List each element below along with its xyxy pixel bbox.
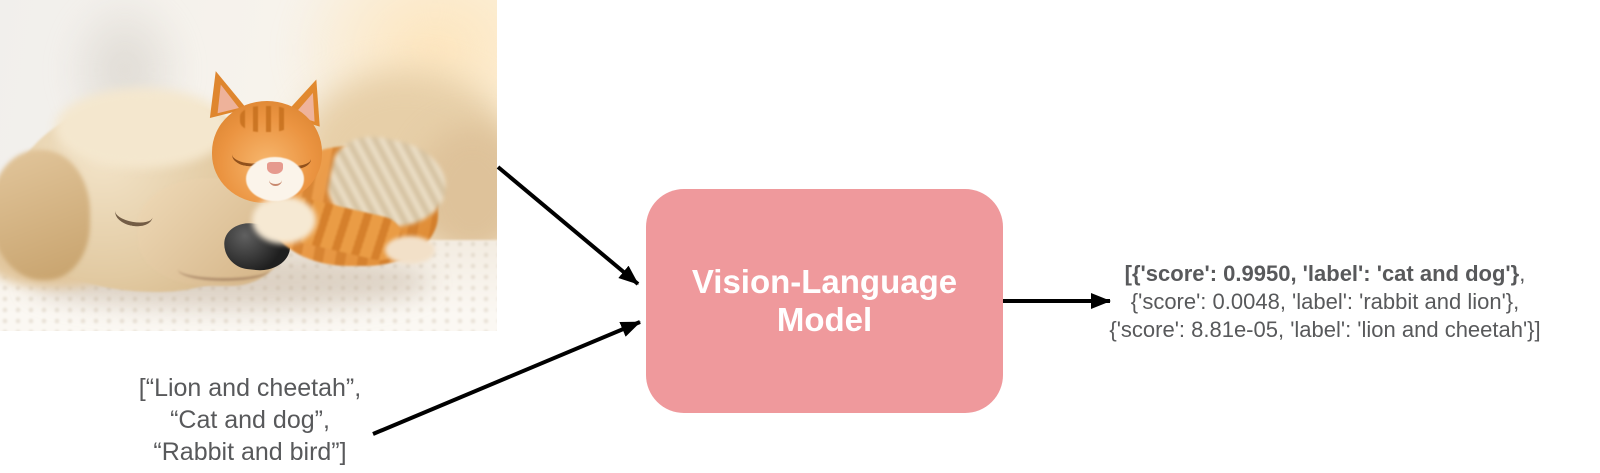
candidate-label-line: [“Lion and cheetah”,	[138, 374, 362, 402]
kitten-mouth	[269, 174, 282, 186]
input-image	[0, 0, 497, 331]
kitten-forehead-stripes	[240, 106, 292, 132]
candidate-label-line: “Cat and dog”,	[170, 406, 330, 434]
output-line-3: {'score': 8.81e-05, 'label': 'lion and c…	[1109, 317, 1541, 342]
model-name-line2: Model	[776, 301, 873, 338]
output-line-2: {'score': 0.0048, 'label': 'rabbit and l…	[1130, 289, 1520, 314]
output-top-score-tail: ,	[1519, 261, 1526, 286]
kitten-paw	[385, 236, 435, 264]
output-scores: [{'score': 0.9950, 'label': 'cat and dog…	[1070, 260, 1580, 344]
output-top-score: [{'score': 0.9950, 'label': 'cat and dog…	[1124, 261, 1520, 286]
model-name-line1: Vision-Language	[691, 263, 958, 300]
kitten-nose	[267, 162, 283, 174]
image-to-model-arrow	[496, 165, 640, 286]
output-line-top: [{'score': 0.9950, 'label': 'cat and dog…	[1070, 260, 1580, 288]
dog-ear	[0, 150, 90, 280]
dog-mouth	[178, 258, 270, 281]
vision-language-model-box: Vision-Language Model	[646, 189, 1003, 413]
candidate-label-line: “Rabbit and bird”]	[153, 438, 347, 466]
dog-top-fur	[55, 88, 230, 168]
candidate-labels-list: [“Lion and cheetah”, “Cat and dog”, “Rab…	[115, 372, 385, 468]
labels-to-model-arrow	[372, 320, 641, 436]
kitten-chest	[252, 196, 316, 244]
